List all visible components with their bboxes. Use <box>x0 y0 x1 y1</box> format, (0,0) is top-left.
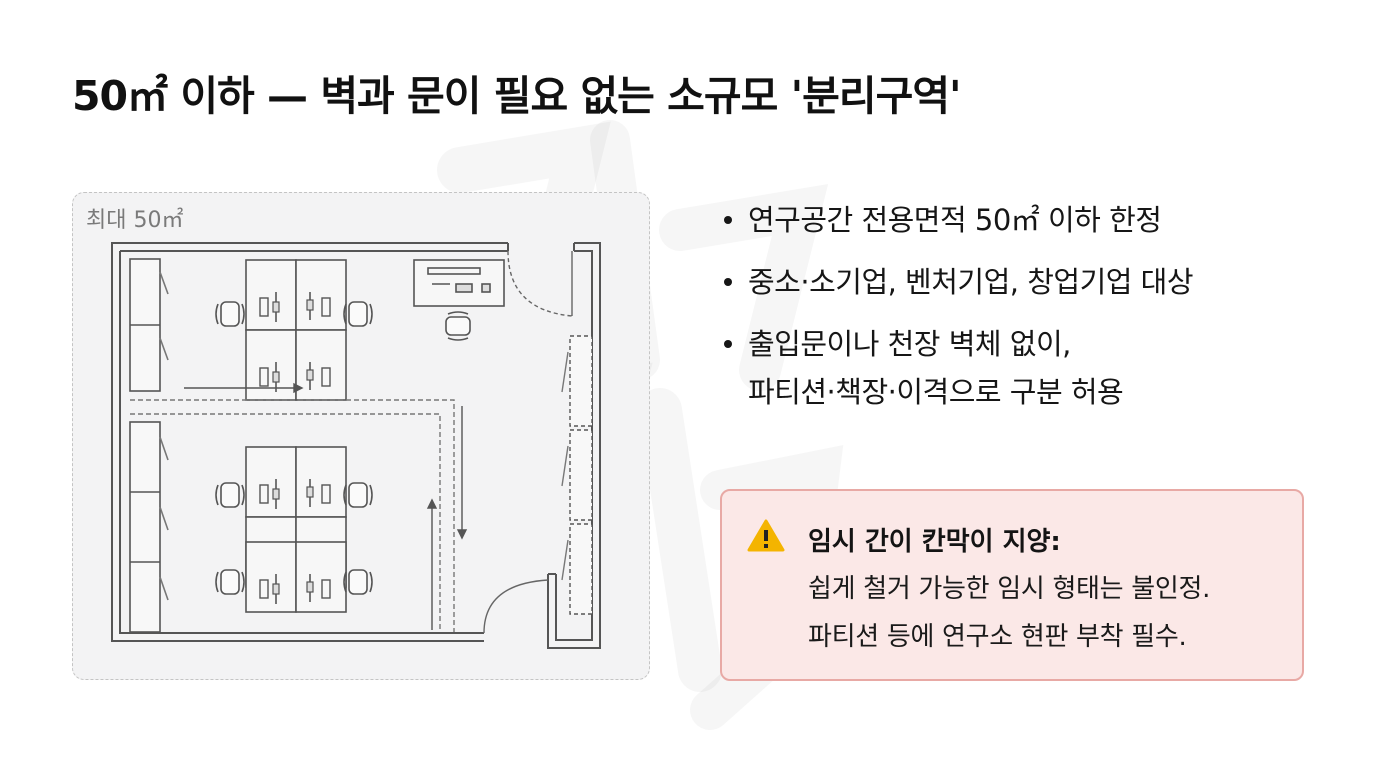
bullet-eligible-companies: 중소·소기업, 벤처기업, 창업기업 대상 <box>722 258 1342 306</box>
bullet-text: 출입문이나 천장 벽체 없이, <box>748 327 1071 361</box>
bullet-text: 중소·소기업, 벤처기업, 창업기업 대상 <box>748 265 1194 299</box>
bullet-text: 파티션·책장·이격으로 구분 허용 <box>748 375 1124 409</box>
warning-callout <box>720 489 1304 681</box>
floor-plan-walls <box>111 242 601 649</box>
lower-workstation-2 <box>245 541 347 613</box>
bullet-dot <box>724 340 732 348</box>
warning-text-line: 파티션 등에 연구소 현판 부착 필수. <box>808 622 1187 652</box>
floor-plan-diagram <box>111 242 601 649</box>
bullet-separation-method: 출입문이나 천장 벽체 없이, 파티션·책장·이격으로 구분 허용 <box>722 320 1342 416</box>
key-points-list: 연구공간 전용면적 50㎡ 이하 한정 중소·소기업, 벤처기업, 창업기업 대… <box>722 196 1342 430</box>
floor-plan-doors <box>483 250 573 634</box>
bullet-area-limit: 연구공간 전용면적 50㎡ 이하 한정 <box>722 196 1342 244</box>
bullet-text: 연구공간 전용면적 50㎡ 이하 한정 <box>748 203 1162 237</box>
upper-workstation <box>245 259 347 401</box>
manager-desk <box>413 259 505 307</box>
flow-arrows <box>184 382 468 630</box>
page-title: 50㎡ 이하 — 벽과 문이 필요 없는 소규모 '분리구역' <box>72 72 962 120</box>
warning-triangle-icon <box>747 519 785 552</box>
bullet-dot <box>724 278 732 286</box>
warning-text-line: 쉽게 철거 가능한 임시 형태는 불인정. <box>808 574 1211 604</box>
bullet-dot <box>724 216 732 224</box>
separation-zone-boundary <box>130 399 455 632</box>
warning-title: 임시 간이 칸막이 지양: <box>808 527 1061 557</box>
right-shelves <box>569 335 593 615</box>
left-cabinets <box>129 258 169 633</box>
floor-plan-area-label: 최대 50㎡ <box>86 208 184 233</box>
